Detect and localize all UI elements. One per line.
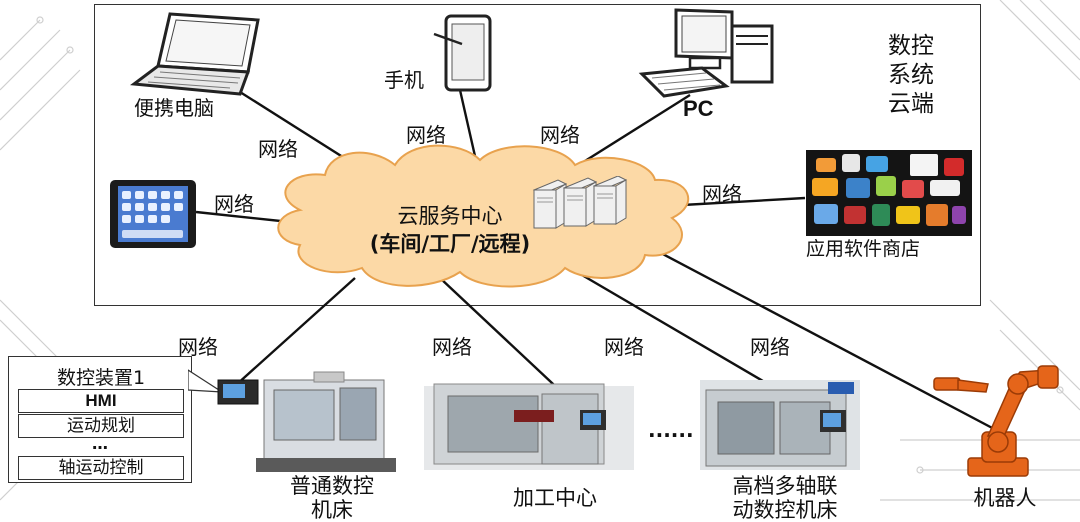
- network-label-laptop: 网络: [258, 137, 298, 161]
- cloud-label: 云服务中心 (车间/工厂/远程): [330, 202, 570, 258]
- normal-cnc-lathe-image: [217, 371, 396, 472]
- network-label-tablet: 网络: [214, 192, 254, 216]
- link-app-store: [664, 196, 806, 208]
- motion-planning-box: 运动规划: [18, 414, 184, 438]
- network-label-normal-cnc: 网络: [178, 335, 218, 359]
- link-robot: [639, 240, 1016, 442]
- robot-arm-image: [933, 365, 1059, 477]
- cloud-end-title: 数控 系统 云端: [888, 32, 958, 119]
- laptop-label: 便携电脑: [134, 96, 214, 120]
- network-label-phone: 网络: [406, 123, 446, 147]
- machining-center-image: [424, 383, 634, 470]
- link-normal-cnc: [235, 277, 356, 386]
- cnc-device-ellipsis: …: [92, 434, 108, 453]
- multi-axis-caption: 高档多轴联 动数控机床: [700, 474, 870, 522]
- normal-cnc-caption-line1: 普通数控: [290, 474, 374, 498]
- desktop-pc-icon: [638, 8, 774, 98]
- network-label-robot: 网络: [750, 335, 790, 359]
- multi-axis-machine-image: [700, 380, 860, 470]
- robot-caption: 机器人: [973, 486, 1037, 510]
- cloud-title: 云服务中心: [397, 204, 503, 228]
- cnc-device-title: 数控装置1: [56, 367, 146, 389]
- link-tablet: [195, 210, 291, 224]
- machining-center-caption: 加工中心: [513, 486, 597, 510]
- multi-axis-caption-line1: 高档多轴联: [732, 474, 838, 498]
- tablet-icon: [110, 180, 196, 248]
- cloud-end-title-line1: 数控: [888, 33, 934, 59]
- phone-label: 手机: [384, 68, 424, 92]
- normal-cnc-caption: 普通数控 机床: [262, 474, 402, 522]
- normal-cnc-caption-line2: 机床: [311, 498, 353, 522]
- phone-icon: [433, 14, 492, 92]
- hmi-box: HMI: [18, 389, 184, 413]
- multi-axis-caption-line2: 动数控机床: [732, 498, 838, 522]
- cloud-end-title-line2: 系统: [888, 62, 934, 88]
- machines-ellipsis: ......: [648, 418, 694, 442]
- server-icon: [532, 176, 628, 229]
- network-label-pc: 网络: [540, 123, 580, 147]
- network-label-app-store: 网络: [702, 182, 742, 206]
- laptop-icon: [130, 12, 260, 96]
- axis-control-box: 轴运动控制: [18, 456, 184, 480]
- pc-label: PC: [683, 96, 714, 121]
- app-store-image: [806, 150, 972, 236]
- network-label-machining-center: 网络: [432, 335, 472, 359]
- network-label-multi-axis: 网络: [604, 335, 644, 359]
- callout-pointer: [188, 369, 225, 393]
- cloud-subtitle: (车间/工厂/远程): [369, 232, 531, 256]
- app-store-label: 应用软件商店: [806, 238, 921, 260]
- cloud-end-title-line3: 云端: [888, 91, 934, 117]
